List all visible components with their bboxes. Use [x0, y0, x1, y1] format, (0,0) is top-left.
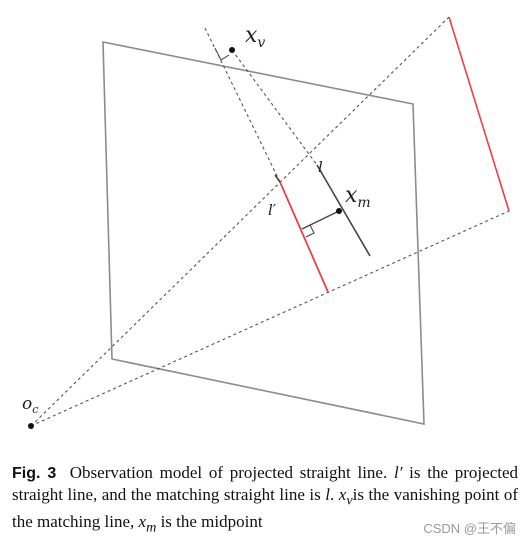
image-plane — [102, 41, 425, 425]
caption-text-4: is the vanishing point of the matching l… — [12, 485, 518, 532]
vanishing-point-label: xv — [245, 23, 265, 51]
caption-l: l — [325, 485, 330, 504]
caption-l-prime: l′ — [393, 463, 403, 482]
ray-lower — [30, 210, 510, 427]
caption-text-1: Observation model of projected straight … — [69, 463, 394, 482]
camera-center-label: oc — [22, 394, 38, 416]
caption-text-2: is the projected straight line, and the … — [12, 463, 519, 504]
perpendicular — [301, 210, 340, 230]
back-plane-edge — [448, 16, 510, 212]
figure-label: Fig. 3 — [12, 465, 57, 482]
vanishing-point — [229, 47, 235, 53]
vanishing-dashed-right — [231, 49, 318, 166]
projected-line-dark — [274, 174, 281, 183]
camera-center — [28, 423, 34, 429]
observation-model-diagram: xv xm l l′ oc — [22, 16, 510, 429]
matching-line-label: l — [318, 158, 323, 176]
watermark: CSDN @王不偏 — [423, 521, 516, 536]
projected-line — [279, 181, 329, 293]
midpoint-label: xm — [345, 183, 371, 211]
caption-xv: xv — [338, 485, 353, 509]
caption-xm: xm — [138, 512, 157, 536]
right-angle-bottom — [305, 224, 315, 238]
vanishing-dashed-left — [204, 27, 281, 183]
ray-upper — [30, 16, 450, 427]
right-angle-top — [214, 47, 230, 61]
midpoint — [336, 208, 342, 214]
caption-text-5: is the midpoint — [156, 512, 263, 532]
caption-text-3: . — [330, 485, 339, 504]
projected-line-label: l′ — [268, 201, 277, 219]
figure-caption: Fig. 3 Observation model of projected st… — [12, 462, 518, 539]
matching-line — [316, 164, 371, 257]
